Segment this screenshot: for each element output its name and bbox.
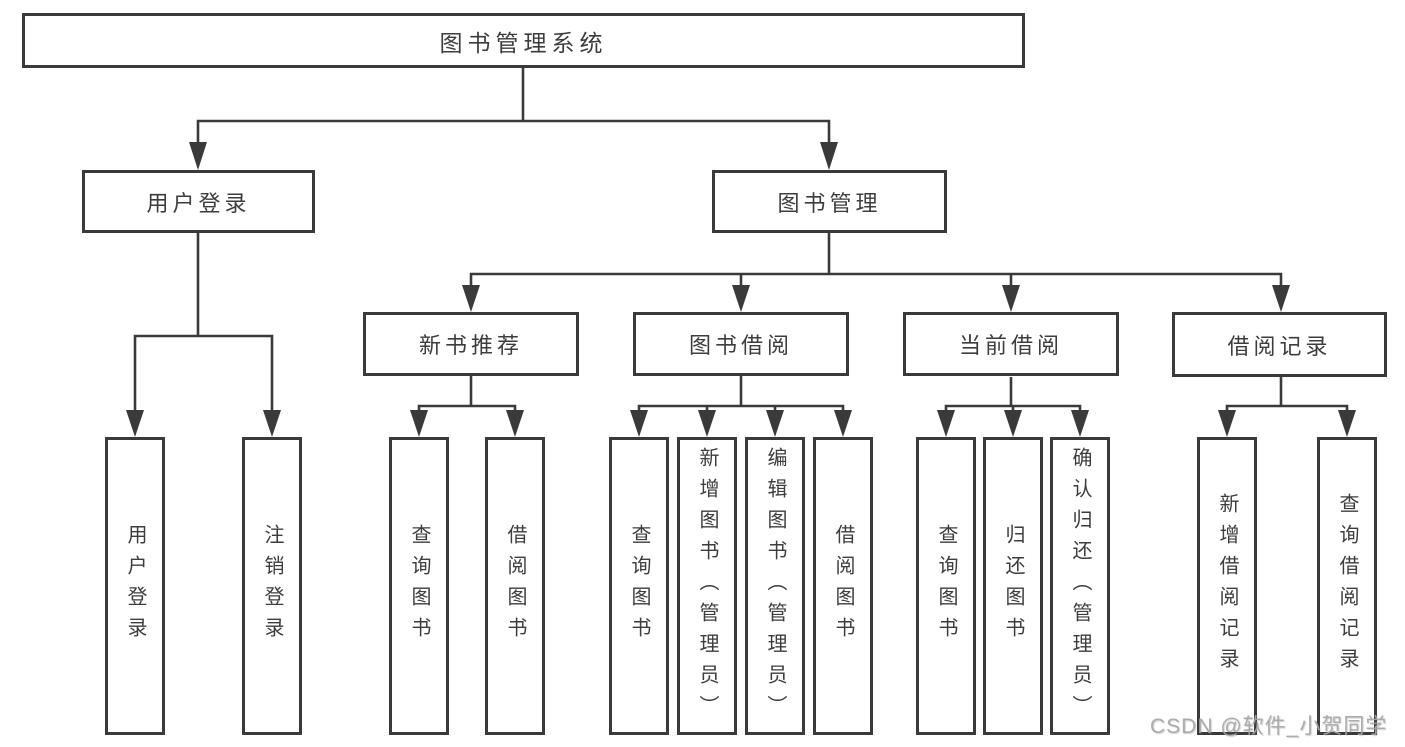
leaf-borrow-add-books-admin: 新增图书（管理员） [677, 437, 737, 735]
csdn-watermark: CSDN @软件_小贺同学 [1150, 715, 1388, 738]
arrow-down-icon [410, 410, 428, 437]
node-book-borrow: 图书借阅 [633, 312, 849, 376]
connector-login-elbow [133, 334, 274, 412]
arrow-down-icon [732, 285, 750, 312]
arrow-down-icon [630, 410, 648, 437]
arrow-down-icon [126, 410, 144, 437]
connector-newbooks-elbow [417, 404, 517, 413]
leaf-current-return-books: 归还图书 [983, 437, 1043, 735]
connector-current-elbow [944, 404, 1082, 413]
connector-records-elbow [1225, 404, 1349, 413]
leaf-newbooks-query-books: 查询图书 [389, 437, 449, 735]
node-new-book-recommend: 新书推荐 [363, 312, 579, 376]
node-current-borrow: 当前借阅 [903, 312, 1119, 376]
arrow-down-icon [189, 142, 207, 170]
leaf-borrow-query-books: 查询图书 [609, 437, 669, 735]
arrow-down-icon [1272, 285, 1290, 312]
node-borrow-records: 借阅记录 [1172, 312, 1387, 377]
leaf-borrow-edit-books-admin: 编辑图书（管理员） [745, 437, 805, 735]
leaf-newbooks-borrow-books: 借阅图书 [485, 437, 545, 735]
arrow-down-icon [937, 410, 955, 437]
leaf-current-query-books: 查询图书 [916, 437, 976, 735]
arrow-down-icon [1071, 410, 1089, 437]
arrow-down-icon [766, 410, 784, 437]
node-user-login: 用户登录 [82, 170, 315, 233]
node-book-management: 图书管理 [712, 170, 947, 233]
connector-borrow-elbow [637, 404, 845, 413]
node-library-system: 图书管理系统 [22, 13, 1025, 68]
leaf-user-login: 用户登录 [105, 437, 165, 735]
arrow-down-icon [1002, 285, 1020, 312]
leaf-logout: 注销登录 [242, 437, 302, 735]
arrow-down-icon [462, 285, 480, 312]
leaf-records-query-record: 查询借阅记录 [1317, 437, 1377, 735]
arrow-down-icon [1218, 410, 1236, 437]
connector-level3-elbow [469, 272, 1283, 290]
leaf-borrow-borrow-books: 借阅图书 [813, 437, 873, 735]
arrow-down-icon [506, 410, 524, 437]
arrow-down-icon [820, 142, 838, 170]
arrow-down-icon [698, 410, 716, 437]
arrow-down-icon [834, 410, 852, 437]
connector-level2-elbow [196, 119, 831, 146]
arrow-down-icon [1004, 410, 1022, 437]
leaf-current-confirm-return-admin: 确认归还（管理员） [1050, 437, 1110, 735]
leaf-records-add-record: 新增借阅记录 [1197, 437, 1257, 735]
arrow-down-icon [263, 410, 281, 437]
arrow-down-icon [1338, 410, 1356, 437]
